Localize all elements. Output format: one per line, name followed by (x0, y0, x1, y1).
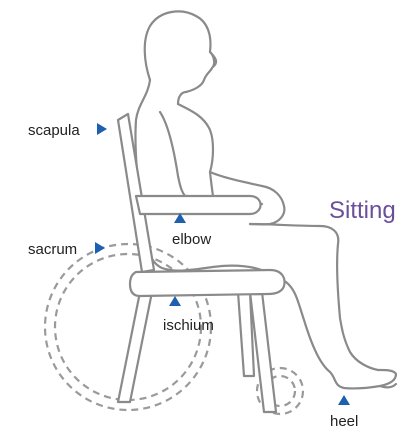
person-upper-arm (160, 112, 262, 204)
diagram-title: Sitting (329, 197, 396, 224)
elbow-label: elbow (172, 231, 211, 248)
sacrum-marker-icon (95, 242, 105, 254)
heel-label: heel (330, 413, 358, 429)
scapula-label: scapula (28, 122, 80, 139)
scapula-marker-icon (97, 123, 107, 135)
chair-rear-leg (118, 292, 152, 402)
ischium-marker-icon (169, 296, 181, 306)
chair-armrest (136, 196, 261, 214)
ischium-label: ischium (163, 317, 214, 334)
sacrum-label: sacrum (28, 241, 77, 258)
chair-middle-leg (238, 292, 254, 376)
chair-seat (130, 270, 284, 296)
person-head (145, 11, 214, 104)
person-chest (178, 104, 213, 172)
heel-marker-icon (338, 395, 350, 405)
